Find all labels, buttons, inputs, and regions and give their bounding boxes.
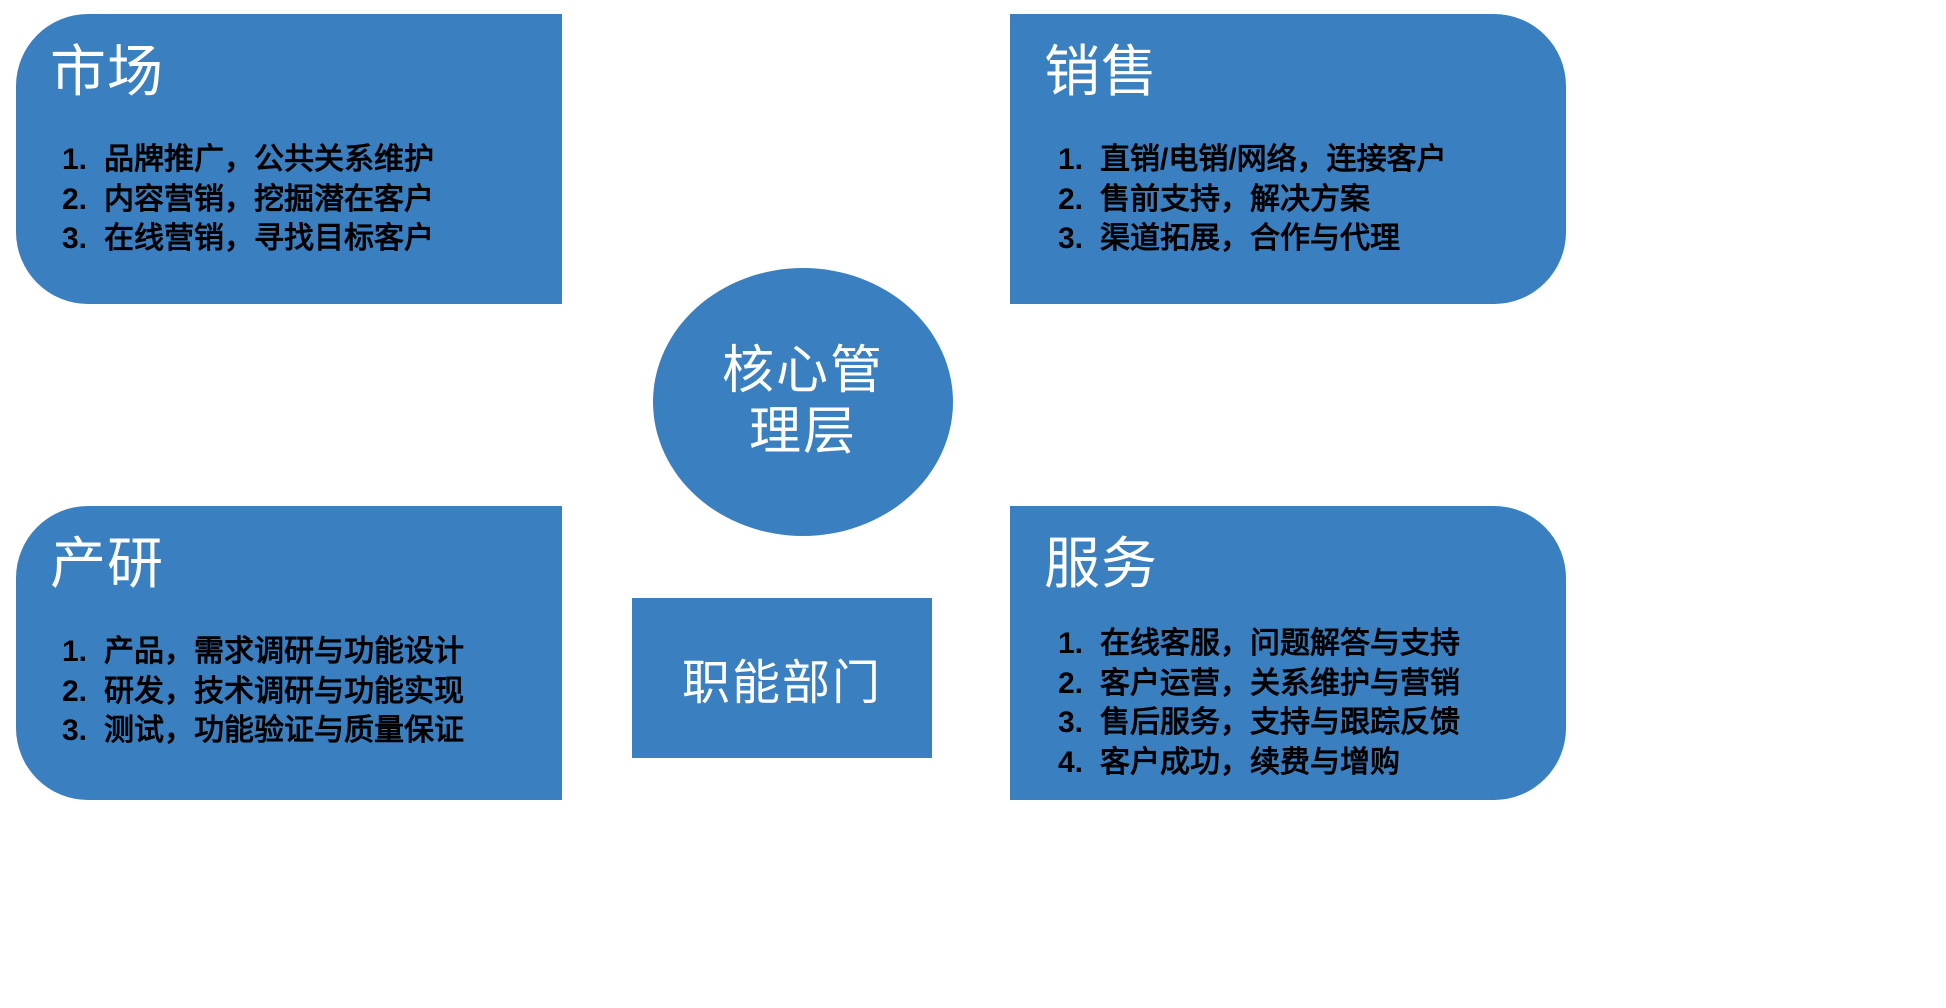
list-item: 1. 在线客服，问题解答与支持 — [1058, 624, 1554, 664]
list-item-number: 1. — [1058, 143, 1084, 176]
list-item-number: 1. — [1058, 627, 1084, 660]
panel-list-product-rnd: 1. 产品，需求调研与功能设计 2. 研发，技术调研与功能实现 3. 测试，功能… — [62, 632, 550, 751]
panel-sales[interactable]: 销售 1. 直销/电销/网络，连接客户 2. 售前支持，解决方案 3. 渠道拓展… — [1010, 14, 1566, 304]
list-item-text: 客户成功，续费与增购 — [1100, 745, 1400, 779]
list-item-text: 在线营销，寻找目标客户 — [104, 222, 434, 256]
list-item: 3. 渠道拓展，合作与代理 — [1058, 219, 1554, 259]
list-item-text: 渠道拓展，合作与代理 — [1100, 222, 1400, 256]
list-item: 4. 客户成功，续费与增购 — [1058, 743, 1554, 783]
list-item-text: 售前支持，解决方案 — [1100, 182, 1370, 216]
list-item-number: 2. — [1058, 182, 1084, 216]
list-item: 2. 客户运营，关系维护与营销 — [1058, 664, 1554, 704]
panel-title-service: 服务 — [1044, 532, 1158, 595]
list-item: 3. 售后服务，支持与跟踪反馈 — [1058, 703, 1554, 743]
list-item: 2. 内容营销，挖掘潜在客户 — [62, 180, 550, 220]
functional-departments-box[interactable]: 职能部门 — [632, 598, 932, 758]
panel-product-rnd[interactable]: 产研 1. 产品，需求调研与功能设计 2. 研发，技术调研与功能实现 3. 测试… — [16, 506, 562, 800]
panel-title-product-rnd: 产研 — [50, 532, 164, 595]
panel-marketing[interactable]: 市场 1. 品牌推广，公共关系维护 2. 内容营销，挖掘潜在客户 3. 在线营销… — [16, 14, 562, 304]
list-item: 2. 售前支持，解决方案 — [1058, 180, 1554, 220]
list-item-number: 3. — [62, 222, 88, 256]
list-item: 3. 测试，功能验证与质量保证 — [62, 711, 550, 751]
list-item-number: 2. — [1058, 666, 1084, 700]
panel-service[interactable]: 服务 1. 在线客服，问题解答与支持 2. 客户运营，关系维护与营销 3. 售后… — [1010, 506, 1566, 800]
core-management-line-2: 理层 — [748, 403, 857, 461]
list-item-text: 研发，技术调研与功能实现 — [104, 674, 464, 708]
list-item-text: 内容营销，挖掘潜在客户 — [104, 182, 434, 216]
list-item-text: 客户运营，关系维护与营销 — [1100, 666, 1460, 700]
list-item: 2. 研发，技术调研与功能实现 — [62, 672, 550, 712]
list-item-number: 3. — [62, 714, 88, 748]
core-management-ellipse[interactable]: 核心管 理层 — [653, 268, 953, 536]
list-item: 1. 产品，需求调研与功能设计 — [62, 632, 550, 672]
list-item-text: 直销/电销/网络，连接客户 — [1100, 143, 1447, 176]
list-item-number: 4. — [1058, 745, 1084, 779]
list-item-text: 在线客服，问题解答与支持 — [1100, 627, 1460, 660]
list-item-number: 3. — [1058, 706, 1084, 740]
list-item-number: 1. — [62, 635, 88, 668]
list-item-number: 3. — [1058, 222, 1084, 256]
list-item: 1. 直销/电销/网络，连接客户 — [1058, 140, 1554, 180]
panel-list-marketing: 1. 品牌推广，公共关系维护 2. 内容营销，挖掘潜在客户 3. 在线营销，寻找… — [62, 140, 550, 259]
list-item-number: 2. — [62, 674, 88, 708]
list-item: 3. 在线营销，寻找目标客户 — [62, 219, 550, 259]
list-item-number: 2. — [62, 182, 88, 216]
list-item-number: 1. — [62, 143, 88, 176]
list-item-text: 测试，功能验证与质量保证 — [104, 714, 464, 748]
list-item-text: 产品，需求调研与功能设计 — [104, 635, 464, 668]
panel-list-service: 1. 在线客服，问题解答与支持 2. 客户运营，关系维护与营销 3. 售后服务，… — [1058, 624, 1554, 782]
panel-title-sales: 销售 — [1044, 40, 1158, 103]
list-item: 1. 品牌推广，公共关系维护 — [62, 140, 550, 180]
panel-list-sales: 1. 直销/电销/网络，连接客户 2. 售前支持，解决方案 3. 渠道拓展，合作… — [1058, 140, 1554, 259]
core-management-line-1: 核心管 — [721, 341, 884, 400]
functional-departments-label: 职能部门 — [681, 657, 882, 710]
panel-title-marketing: 市场 — [50, 40, 164, 103]
list-item-text: 售后服务，支持与跟踪反馈 — [1100, 706, 1460, 740]
list-item-text: 品牌推广，公共关系维护 — [104, 143, 434, 176]
